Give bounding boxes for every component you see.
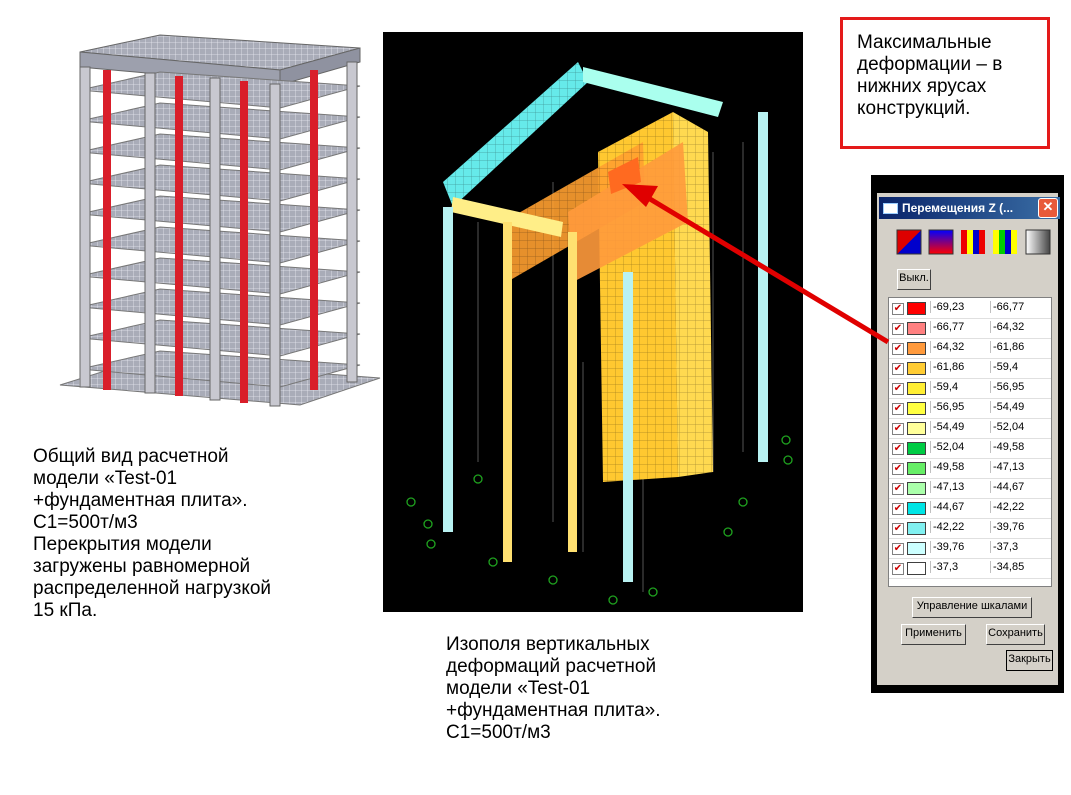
save-button[interactable]: Сохранить [986, 624, 1045, 645]
legend-checkbox[interactable]: ✔ [892, 543, 904, 555]
range-from: -61,86 [930, 361, 988, 373]
range-from: -39,76 [930, 541, 988, 553]
range-to: -34,85 [990, 561, 1048, 573]
scale-toolbar [896, 229, 1051, 255]
close-window-button[interactable]: ✕ [1038, 198, 1058, 218]
range-to: -44,67 [990, 481, 1048, 493]
legend-row[interactable]: ✔ -59,4-56,95 [889, 378, 1051, 399]
color-swatch[interactable] [907, 422, 926, 435]
stripes-icon-1[interactable] [961, 230, 985, 254]
range-from: -37,3 [930, 561, 988, 573]
window-icon [883, 202, 898, 214]
range-to: -61,86 [990, 341, 1048, 353]
legend-checkbox[interactable]: ✔ [892, 463, 904, 475]
color-swatch[interactable] [907, 382, 926, 395]
color-swatch[interactable] [907, 462, 926, 475]
range-from: -44,67 [930, 501, 988, 513]
legend-row[interactable]: ✔ -64,32-61,86 [889, 338, 1051, 359]
building-model-illustration [59, 34, 381, 407]
color-swatch[interactable] [907, 442, 926, 455]
range-from: -66,77 [930, 321, 988, 333]
apply-button[interactable]: Применить [901, 624, 966, 645]
range-to: -64,32 [990, 321, 1048, 333]
color-swatch[interactable] [907, 542, 926, 555]
legend-row[interactable]: ✔ -52,04-49,58 [889, 438, 1051, 459]
range-from: -47,13 [930, 481, 988, 493]
gray-gradient-icon[interactable] [1025, 229, 1051, 255]
color-swatch[interactable] [907, 302, 926, 315]
color-swatch[interactable] [907, 402, 926, 415]
deformation-contour-model [383, 32, 803, 612]
legend-checkbox[interactable]: ✔ [892, 343, 904, 355]
color-swatch[interactable] [907, 482, 926, 495]
color-swatch[interactable] [907, 562, 926, 575]
range-to: -37,3 [990, 541, 1048, 553]
range-to: -47,13 [990, 461, 1048, 473]
range-to: -66,77 [990, 301, 1048, 313]
legend-row[interactable]: ✔ -54,49-52,04 [889, 418, 1051, 439]
legend-row[interactable]: ✔ -61,86-59,4 [889, 358, 1051, 379]
legend-checkbox[interactable]: ✔ [892, 423, 904, 435]
range-from: -52,04 [930, 441, 988, 453]
legend-row[interactable]: ✔ -49,58-47,13 [889, 458, 1051, 479]
legend-row[interactable]: ✔ -47,13-44,67 [889, 478, 1051, 499]
legend-checkbox[interactable]: ✔ [892, 403, 904, 415]
stripes-icon-2[interactable] [993, 230, 1017, 254]
color-swatch[interactable] [907, 362, 926, 375]
color-swatch[interactable] [907, 342, 926, 355]
legend-checkbox[interactable]: ✔ [892, 503, 904, 515]
gradient-icon-1[interactable] [896, 229, 922, 255]
legend-row[interactable]: ✔ -39,76-37,3 [889, 538, 1051, 559]
legend-checkbox[interactable]: ✔ [892, 523, 904, 535]
dialog-title: Перемещения Z (... [902, 201, 1014, 215]
callout-box: Максимальные деформации – в нижних яруса… [840, 17, 1050, 149]
left-caption: Общий вид расчетной модели «Test-01 +фун… [33, 446, 272, 621]
legend-checkbox[interactable]: ✔ [892, 443, 904, 455]
range-to: -42,22 [990, 501, 1048, 513]
range-from: -64,32 [930, 341, 988, 353]
color-swatch[interactable] [907, 502, 926, 515]
off-button[interactable]: Выкл. [897, 269, 931, 290]
color-swatch[interactable] [907, 522, 926, 535]
legend-row[interactable]: ✔ -37,3-34,85 [889, 558, 1051, 579]
range-to: -59,4 [990, 361, 1048, 373]
gradient-icon-2[interactable] [928, 229, 954, 255]
legend-row[interactable]: ✔ -42,22-39,76 [889, 518, 1051, 539]
range-to: -49,58 [990, 441, 1048, 453]
range-to: -54,49 [990, 401, 1048, 413]
legend-row[interactable]: ✔ -69,23-66,77 [889, 298, 1051, 319]
range-from: -42,22 [930, 521, 988, 533]
legend-row[interactable]: ✔ -44,67-42,22 [889, 498, 1051, 519]
legend-checkbox[interactable]: ✔ [892, 563, 904, 575]
legend-row[interactable]: ✔ -66,77-64,32 [889, 318, 1051, 339]
range-to: -56,95 [990, 381, 1048, 393]
manage-scales-button[interactable]: Управление шкалами [912, 597, 1032, 618]
legend-table: ✔-69,23-66,77✔-66,77-64,32✔-64,32-61,86✔… [888, 297, 1052, 587]
range-from: -49,58 [930, 461, 988, 473]
range-from: -69,23 [930, 301, 988, 313]
legend-checkbox[interactable]: ✔ [892, 483, 904, 495]
close-button[interactable]: Закрыть [1006, 650, 1053, 671]
range-from: -54,49 [930, 421, 988, 433]
range-from: -59,4 [930, 381, 988, 393]
legend-checkbox[interactable]: ✔ [892, 323, 904, 335]
range-to: -52,04 [990, 421, 1048, 433]
legend-checkbox[interactable]: ✔ [892, 363, 904, 375]
range-from: -56,95 [930, 401, 988, 413]
legend-row[interactable]: ✔ -56,95-54,49 [889, 398, 1051, 419]
center-caption: Изополя вертикальных деформаций расчетно… [446, 634, 661, 743]
range-to: -39,76 [990, 521, 1048, 533]
legend-checkbox[interactable]: ✔ [892, 303, 904, 315]
legend-checkbox[interactable]: ✔ [892, 383, 904, 395]
color-swatch[interactable] [907, 322, 926, 335]
dialog-titlebar[interactable]: Перемещения Z (... ✕ [879, 197, 1060, 219]
